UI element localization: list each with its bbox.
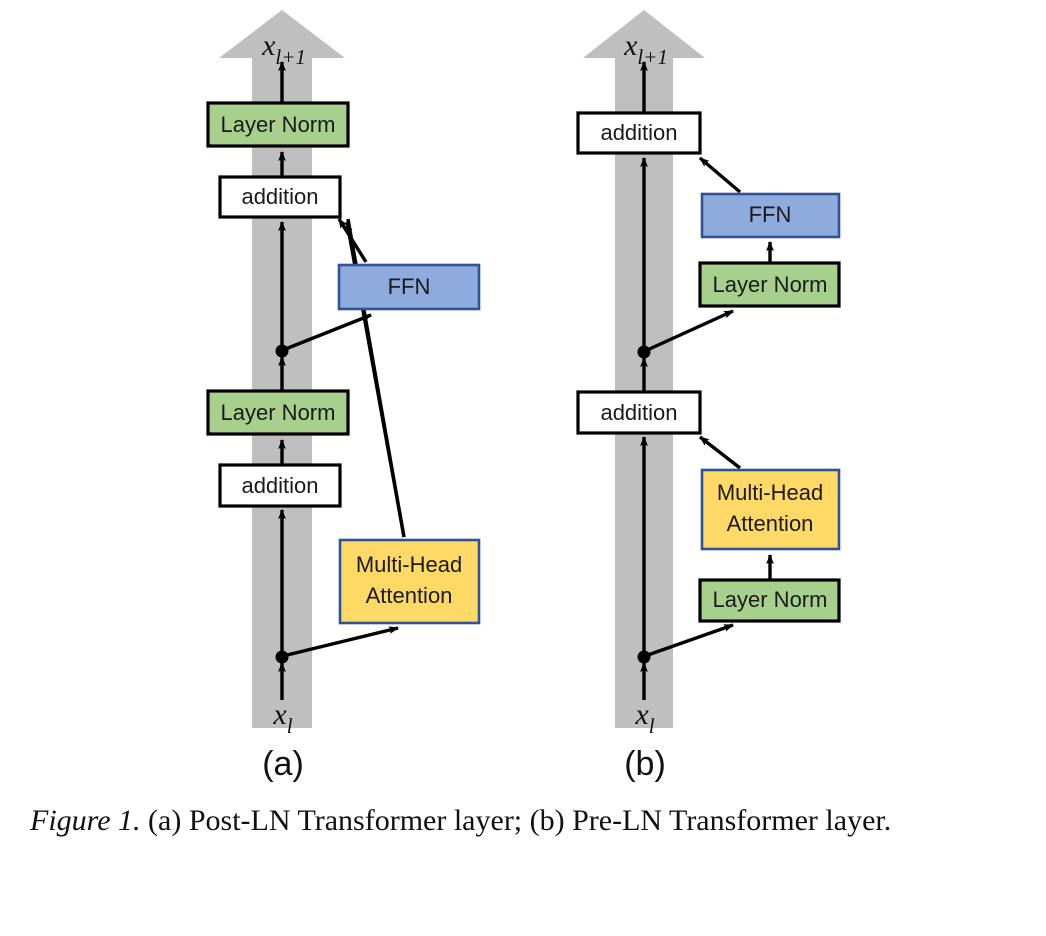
block-label: Layer Norm	[713, 272, 828, 297]
attention-to-addition-b	[698, 435, 742, 470]
block-label-line1: Multi-Head	[356, 552, 462, 577]
block-multi-head-attention-b[interactable]: Multi-Head Attention	[700, 468, 841, 551]
ffn-to-addition-b	[698, 156, 742, 194]
transformer-layer-diagram: Layer Norm addition FFN Layer Norm addit…	[206, 10, 841, 783]
block-multi-head-attention-a[interactable]: Multi-Head Attention	[338, 538, 481, 625]
branch-lines-b	[644, 309, 734, 658]
block-label: Layer Norm	[221, 400, 336, 425]
figure-caption-text: (a) Post-LN Transformer layer; (b) Pre-L…	[140, 804, 892, 837]
figure-caption: Figure 1. (a) Post-LN Transformer layer;…	[30, 800, 1020, 843]
block-label: FFN	[749, 202, 792, 227]
block-label-line1: Multi-Head	[717, 480, 823, 505]
block-ffn-b[interactable]: FFN	[700, 192, 841, 239]
branch-dot-b-upper	[637, 345, 651, 359]
panel-a: Layer Norm addition FFN Layer Norm addit…	[206, 10, 481, 783]
panel-b: addition FFN Layer Norm addition Multi-H…	[576, 10, 841, 783]
block-layer-norm-top-a[interactable]: Layer Norm	[206, 101, 350, 148]
panel-label-b: (b)	[624, 745, 666, 783]
block-label: addition	[600, 400, 677, 425]
output-variable-label-a: xl+1	[261, 29, 306, 69]
block-label: FFN	[388, 274, 431, 299]
branch-dot-a-upper	[275, 344, 289, 358]
panel-label-a: (a)	[262, 745, 304, 783]
input-variable-label-a: xl	[272, 698, 292, 738]
block-addition-bottom-b[interactable]: addition	[576, 390, 702, 435]
block-layer-norm-bottom-a[interactable]: Layer Norm	[206, 389, 350, 436]
block-label: Layer Norm	[713, 587, 828, 612]
block-addition-top-b[interactable]: addition	[576, 111, 702, 155]
block-label: addition	[600, 120, 677, 145]
block-addition-top-a[interactable]: addition	[218, 175, 342, 219]
block-layer-norm-bottom-b[interactable]: Layer Norm	[698, 578, 841, 623]
block-label: addition	[241, 473, 318, 498]
block-addition-bottom-a[interactable]: addition	[218, 463, 342, 508]
block-label-line2: Attention	[366, 583, 453, 608]
input-variable-label-b: xl	[634, 698, 654, 738]
block-layer-norm-top-b[interactable]: Layer Norm	[698, 261, 841, 308]
branch-dot-b-lower	[637, 650, 651, 664]
block-label: addition	[241, 184, 318, 209]
block-ffn-a[interactable]: FFN	[337, 263, 481, 311]
output-variable-label-b: xl+1	[623, 29, 668, 69]
block-label-line2: Attention	[727, 511, 814, 536]
branch-dot-a-lower	[275, 650, 289, 664]
block-label: Layer Norm	[221, 112, 336, 137]
figure-number: Figure 1.	[30, 804, 141, 837]
